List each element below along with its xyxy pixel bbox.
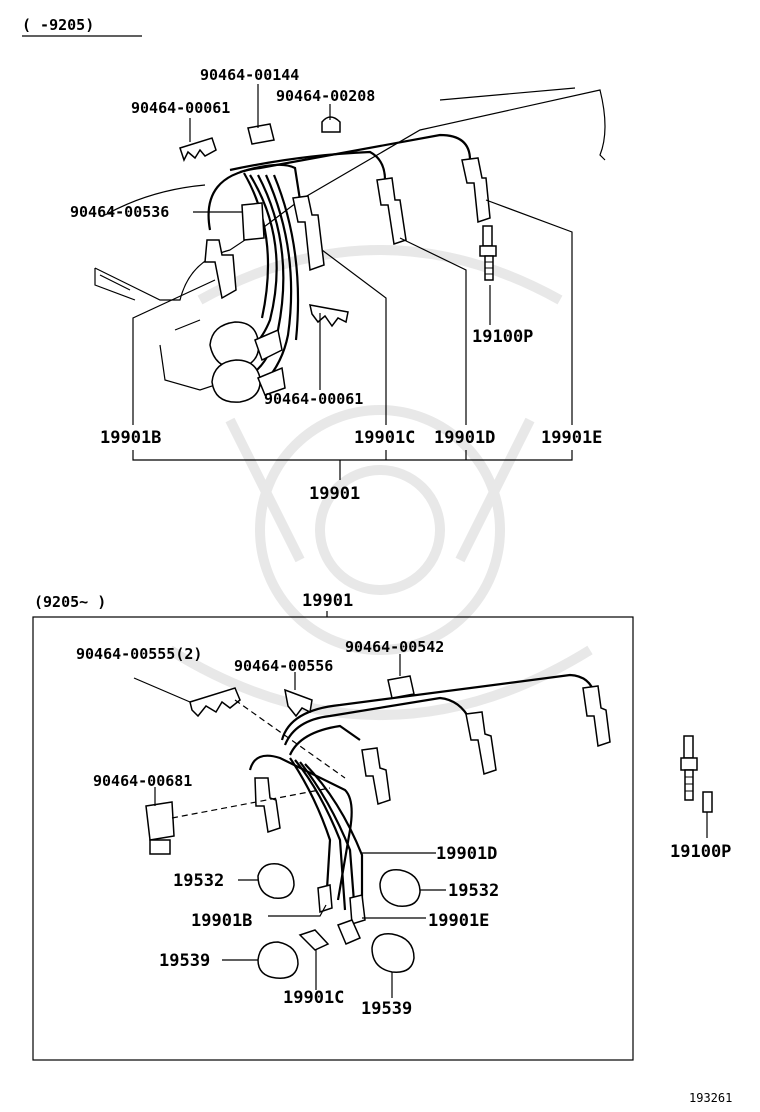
label-19901d-bottom: 19901D xyxy=(436,844,497,864)
clamp-00556-icon xyxy=(284,688,313,718)
label-19901d-top: 19901D xyxy=(434,428,495,448)
cap-19532b-icon xyxy=(379,869,421,907)
label-19901-bottom: 19901 xyxy=(302,591,353,611)
clamp-00061b-icon xyxy=(309,304,349,328)
label-19901e-bottom: 19901E xyxy=(428,911,489,931)
top-range-label: ( -9205) xyxy=(22,16,94,34)
clamp-00681-base-icon xyxy=(149,839,171,855)
top-coil-boots xyxy=(209,321,286,403)
label-19901c-top: 19901C xyxy=(354,428,415,448)
label-90464-00061b: 90464-00061 xyxy=(264,390,363,408)
side-section: 19100P xyxy=(670,735,731,862)
label-90464-00061a: 90464-00061 xyxy=(131,99,230,117)
bottom-plug-boots xyxy=(254,685,611,833)
label-90464-00681: 90464-00681 xyxy=(93,772,192,790)
label-19539a: 19539 xyxy=(159,951,210,971)
clamp-00555-icon xyxy=(189,687,241,718)
assembly-dash-1 xyxy=(234,699,346,779)
top-plug-boots xyxy=(204,157,491,300)
side-spark-plug-icon xyxy=(680,735,713,813)
label-90464-00208: 90464-00208 xyxy=(276,87,375,105)
diagram-code: 193261 xyxy=(689,1091,732,1105)
label-19901-top: 19901 xyxy=(309,484,360,504)
cap-19539a-icon xyxy=(257,941,299,979)
clamp-00681-icon xyxy=(145,801,175,841)
bottom-leader-lines xyxy=(133,654,446,998)
label-90464-00144: 90464-00144 xyxy=(200,66,299,84)
label-19532b: 19532 xyxy=(448,881,499,901)
label-90464-00555: 90464-00555(2) xyxy=(76,645,202,663)
assembly-dash-2 xyxy=(171,787,331,819)
clamp-00536-icon xyxy=(241,202,265,241)
cap-19539b-icon xyxy=(371,933,415,973)
label-19532a: 19532 xyxy=(173,871,224,891)
label-19901e-top: 19901E xyxy=(541,428,602,448)
bottom-terminals xyxy=(298,884,366,951)
bottom-frame xyxy=(32,616,634,1061)
label-90464-00542: 90464-00542 xyxy=(345,638,444,656)
top-section: ( -9205) xyxy=(22,16,606,504)
label-19100p-top: 19100P xyxy=(472,327,533,347)
top-leader-lines xyxy=(132,84,573,480)
top-clamps xyxy=(179,116,349,328)
bottom-clamps xyxy=(145,675,415,855)
bottom-coil-caps xyxy=(257,863,421,979)
bottom-section: (9205~ ) 19901 xyxy=(32,591,634,1061)
label-19539b: 19539 xyxy=(361,999,412,1019)
label-19100p-side: 19100P xyxy=(670,842,731,862)
label-19901b-top: 19901B xyxy=(100,428,161,448)
cap-19532a-icon xyxy=(257,863,295,899)
top-spark-plug-icon xyxy=(479,225,497,281)
label-19901b-bottom: 19901B xyxy=(191,911,252,931)
label-90464-00536: 90464-00536 xyxy=(70,203,169,221)
clamp-00542-icon xyxy=(387,675,415,699)
clamp-00208-icon xyxy=(321,116,341,133)
bottom-range-label: (9205~ ) xyxy=(34,593,106,611)
label-90464-00556: 90464-00556 xyxy=(234,657,333,675)
bottom-wire-bundle xyxy=(248,673,597,916)
clamp-00144-icon xyxy=(247,123,275,145)
clamp-00061a-icon xyxy=(179,137,217,162)
label-19901c-bottom: 19901C xyxy=(283,988,344,1008)
